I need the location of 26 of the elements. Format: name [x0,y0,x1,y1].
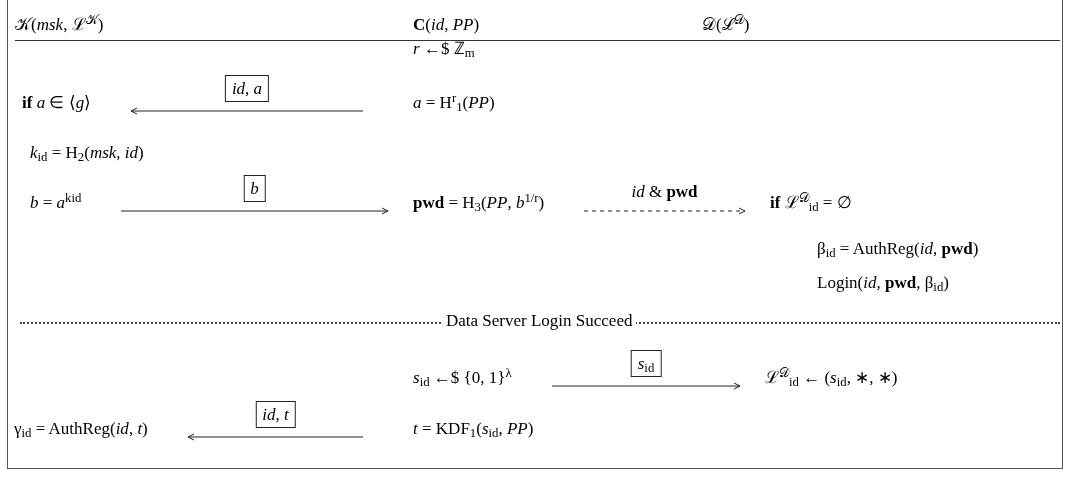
math-statement: Login(id, pwd, β$_{id}$) [817,272,949,294]
math-statement: r ←$ ℤ$_{m}$ [413,38,475,60]
edge-label: id & pwd [630,181,699,203]
math-statement: ℒ$^{𝒟}$$_{id}$ ← (s$_{id}$, ∗, ∗) [765,367,898,389]
message-arrow [130,107,364,115]
party-header: C(id, PP) [413,14,480,36]
math-statement: pwd = H$_{3}$(PP, b$^{1/r}$) [413,192,545,214]
message-box: id, t [255,401,296,429]
party-header: 𝒦(msk, ℒ$^{𝒦}$) [15,14,104,36]
party-header: 𝒟(ℒ$^{𝒟}$) [702,14,750,36]
message-arrow [187,433,364,441]
math-statement: t = KDF$_{1}$(s$_{id}$, PP) [413,418,534,440]
math-statement: if a ∈ ⟨g⟩ [22,92,92,114]
message-box: b [243,175,266,203]
message-arrow [551,382,741,390]
message-box: s$_{id}$ [630,350,662,378]
message-box: id, a [224,75,270,103]
message-arrow [583,207,746,215]
math-statement: γ$_{id}$ = AuthReg(id, t) [14,418,148,440]
math-statement: b = a$^{kid}$ [30,192,82,214]
message-arrow [120,207,389,215]
math-statement: β$_{id}$ = AuthReg(id, pwd) [817,238,979,260]
math-statement: s$_{id}$ ←$ {0, 1}$^{λ}$ [413,367,512,389]
math-statement: k$_{id}$ = H$_{2}$(msk, id) [30,142,144,164]
math-statement: a = H$^{r}$$_{1}$(PP) [413,92,495,114]
math-statement: if ℒ$^{𝒟}$$_{id}$ = ∅ [770,192,852,214]
